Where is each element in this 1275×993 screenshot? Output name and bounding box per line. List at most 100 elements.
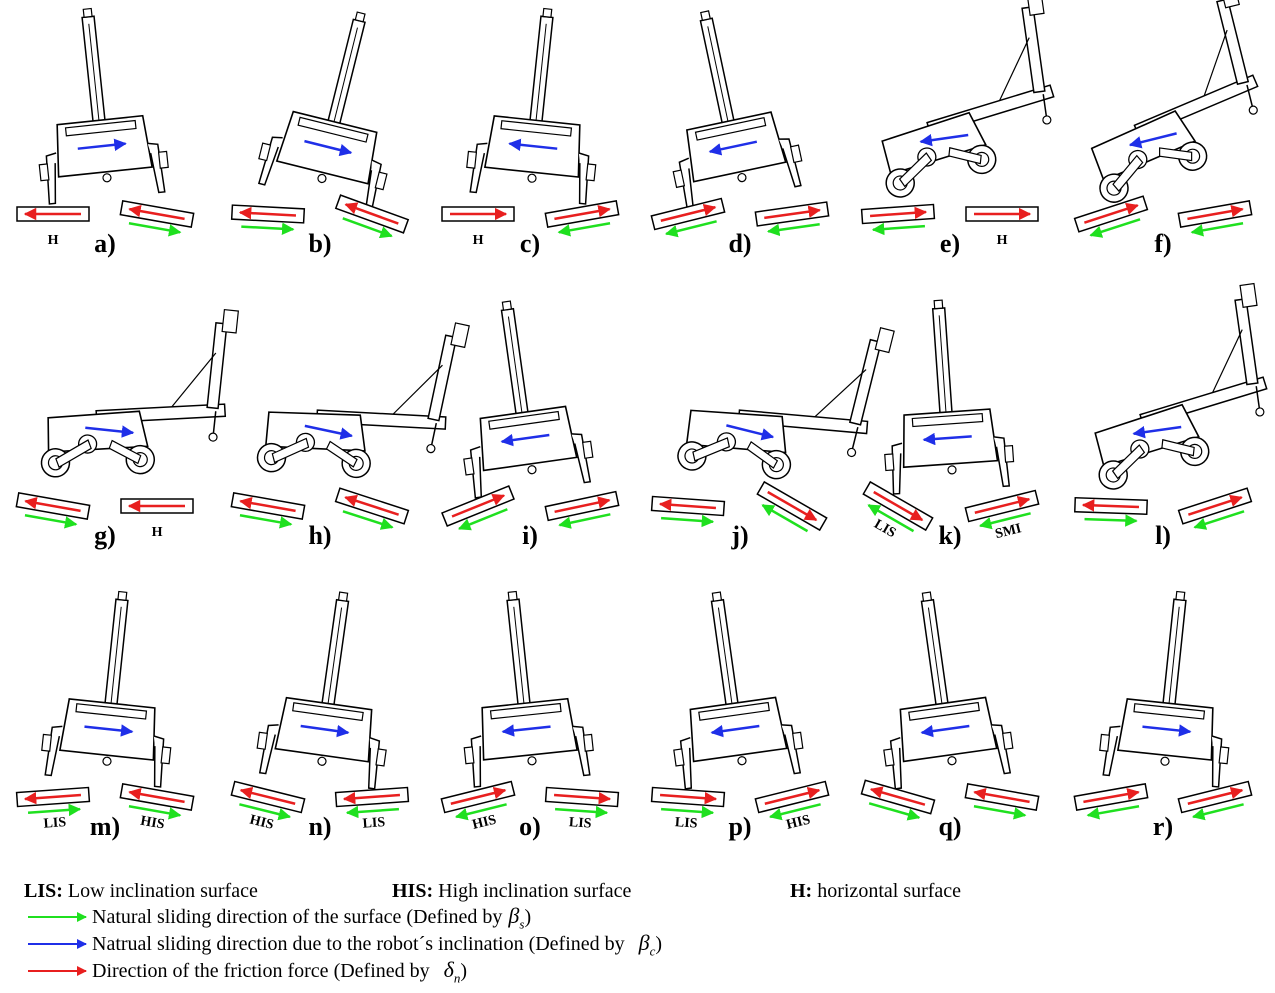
natural-slide-arrow-icon: [128, 222, 182, 237]
robot: [883, 591, 1014, 790]
surface-left: [1073, 195, 1149, 238]
surface-right: H: [965, 206, 1039, 248]
robot: [256, 591, 387, 790]
surface-label: LIS: [362, 815, 386, 832]
robot: [38, 7, 169, 205]
natural-slide-arrow-icon: [342, 217, 393, 239]
surface-right: [544, 490, 620, 529]
surfaces: HIS LIS: [230, 780, 410, 833]
robot-inclination-arrow-icon: [300, 724, 350, 738]
panel-label: h): [308, 521, 331, 550]
friction-arrow-icon: [974, 495, 1031, 514]
legend-text: Natural sliding direction of the surface…: [92, 906, 503, 928]
friction-arrow-icon: [239, 496, 296, 513]
robot-inclination-arrow-icon: [710, 724, 760, 738]
natural-slide-arrow-icon: [128, 805, 182, 820]
natural-slide-arrow-icon: [1191, 803, 1244, 821]
panel-r: r): [1073, 590, 1253, 841]
natural-slide-arrow-icon: [766, 223, 820, 237]
panel-label: c): [520, 229, 540, 258]
surface-right: [756, 480, 828, 533]
natural-slide-arrow-icon: [558, 513, 611, 529]
legend-symbol: βs: [508, 903, 525, 932]
surface-label: SMI: [994, 521, 1023, 542]
surface-right: LIS: [544, 786, 620, 832]
panel-label: b): [308, 229, 331, 258]
natural-slide-arrow-icon: [761, 504, 809, 533]
friction-arrow-icon: [1083, 202, 1139, 224]
natural-slide-arrow-icon: [557, 222, 611, 237]
surface-left: [650, 495, 726, 528]
robot: [1094, 282, 1268, 490]
friction-arrow-icon: [767, 490, 818, 522]
robot-inclination-arrow-icon: [77, 138, 127, 152]
natural-slide-arrow-icon: [1193, 510, 1245, 530]
surface-left: [441, 485, 515, 531]
natural-slide-arrow-icon: [871, 222, 926, 236]
friction-arrow-icon: [973, 787, 1030, 804]
surface-left: HIS: [230, 780, 306, 833]
surface-left: [230, 204, 306, 235]
natural-slide-arrow-icon: [239, 514, 293, 529]
friction-arrow-icon: [554, 496, 611, 514]
robot-inclination-arrow-icon: [1142, 724, 1192, 737]
surface-right: [1177, 487, 1253, 530]
surfaces: [441, 485, 620, 531]
robot: [672, 10, 803, 211]
surfaces: [650, 197, 830, 238]
surfaces: [650, 480, 828, 533]
surfaces: H: [860, 203, 1039, 248]
robot-inclination-arrow-icon: [501, 724, 551, 737]
robot: [673, 591, 804, 790]
natural-slide-arrow-icon: [1089, 218, 1141, 238]
surface-left: [1073, 782, 1149, 820]
robot: [256, 322, 470, 479]
panel-g: Hg): [15, 308, 240, 550]
legend-green-row: Natural sliding direction of the surface…: [92, 905, 531, 935]
panel-label: n): [308, 812, 331, 841]
robot-inclination-arrow-icon: [726, 424, 775, 441]
robot: [1090, 0, 1259, 203]
friction-arrow-icon: [24, 496, 81, 513]
surface-left: LIS: [650, 786, 726, 832]
robot-inclination-arrow-icon: [84, 724, 134, 737]
panel-label: k): [938, 521, 961, 550]
surface-left: [860, 203, 936, 236]
panel-l: l): [1074, 282, 1268, 550]
surface-left: [1074, 496, 1148, 527]
panel-label: e): [940, 229, 960, 258]
friction-arrow-icon: [1187, 494, 1243, 516]
friction-arrow-icon: [1187, 786, 1244, 805]
robot-inclination-arrow-icon: [304, 424, 354, 440]
panel-label: o): [519, 812, 541, 841]
surface-label: H: [473, 233, 484, 248]
legend-symbol: δn: [443, 957, 461, 986]
legend-his: HIS: High inclination surface: [392, 880, 631, 902]
natural-slide-arrow-icon: [867, 504, 915, 533]
natural-slide-arrow-icon: [24, 514, 78, 529]
legend-abbr-text: Low inclination surface: [67, 880, 258, 902]
legend-h: H: horizontal surface: [790, 880, 961, 902]
friction-arrow-icon: [450, 786, 507, 805]
panel-label: r): [1153, 812, 1173, 841]
friction-arrow-icon: [1081, 499, 1140, 512]
surfaces: [860, 779, 1040, 821]
friction-arrow-icon: [238, 206, 297, 220]
natural-slide-arrow-icon: [1084, 514, 1138, 527]
panel-label: q): [938, 812, 961, 841]
red-arrow-icon: [28, 966, 87, 976]
robot-inclination-arrow-icon: [919, 133, 969, 147]
friction-arrow-icon: [344, 202, 399, 225]
panel-j: j): [650, 327, 895, 550]
robot: [881, 0, 1055, 198]
friction-arrow-icon: [1187, 204, 1244, 221]
panel-e: He): [860, 0, 1055, 258]
surface-right: SMI: [964, 489, 1040, 542]
legend-abbr: H:: [790, 880, 813, 902]
surfaces: [230, 487, 410, 530]
surface-left: [650, 197, 726, 238]
surface-right: [1177, 780, 1253, 821]
legend-abbr: LIS:: [24, 880, 63, 902]
